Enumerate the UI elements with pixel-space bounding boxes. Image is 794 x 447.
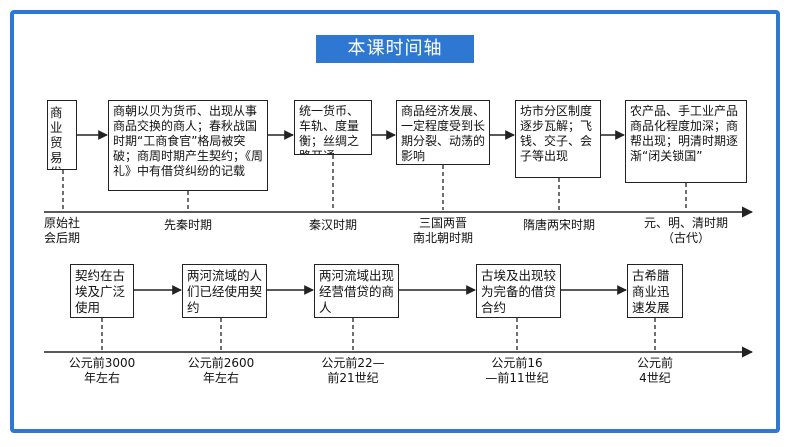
event-box-r2-2: 两河流域的人们已经使用契约 bbox=[182, 264, 267, 318]
event-box-r1-1: 商业贸易发展起来 bbox=[47, 100, 77, 170]
period-label-r1-4: 三国两晋南北朝时期 bbox=[412, 216, 473, 245]
event-box-r2-1: 契约在古埃及广泛使用 bbox=[70, 264, 134, 318]
period-label-r1-2: 先秦时期 bbox=[163, 218, 212, 232]
period-label-r1-6: 元、明、清时期（古代） bbox=[643, 216, 728, 245]
event-box-r2-5: 古希腊商业迅速发展 bbox=[627, 264, 683, 318]
period-label-r1-3: 秦汉时期 bbox=[308, 218, 357, 232]
event-box-r1-4: 商品经济发展、一定程度受到长期分裂、动荡的影响 bbox=[396, 100, 490, 165]
event-box-r2-3: 两河流域出现经营借贷的商人 bbox=[314, 264, 399, 318]
event-box-r1-5: 坊市分区制度逐步瓦解；飞钱、交子、会子等出现 bbox=[515, 100, 601, 178]
event-box-r1-2: 商朝以贝为货币、出现从事商品交换的商人；春秋战国时期“工商食官”格局被突破；商周… bbox=[108, 100, 268, 191]
period-label-r1-5: 隋唐两宋时期 bbox=[522, 218, 595, 232]
event-box-r1-3: 统一货币、车轨、度量衡；丝绸之路开通 bbox=[294, 100, 372, 155]
slide-frame bbox=[10, 10, 780, 433]
date-label-r2-3: 公元前22—前21世纪 bbox=[321, 356, 385, 385]
event-box-r2-4: 古埃及出现较为完备的借贷合约 bbox=[476, 264, 561, 318]
event-box-r1-6: 农产品、手工业产品商品化程度加深；商帮出现；明清时期逐渐“闭关锁国” bbox=[625, 100, 747, 183]
page-title: 本课时间轴 bbox=[316, 35, 474, 63]
date-label-r2-4: 公元前16—前11世纪 bbox=[485, 356, 549, 385]
period-label-r1-1: 原始社会后期 bbox=[43, 216, 80, 245]
